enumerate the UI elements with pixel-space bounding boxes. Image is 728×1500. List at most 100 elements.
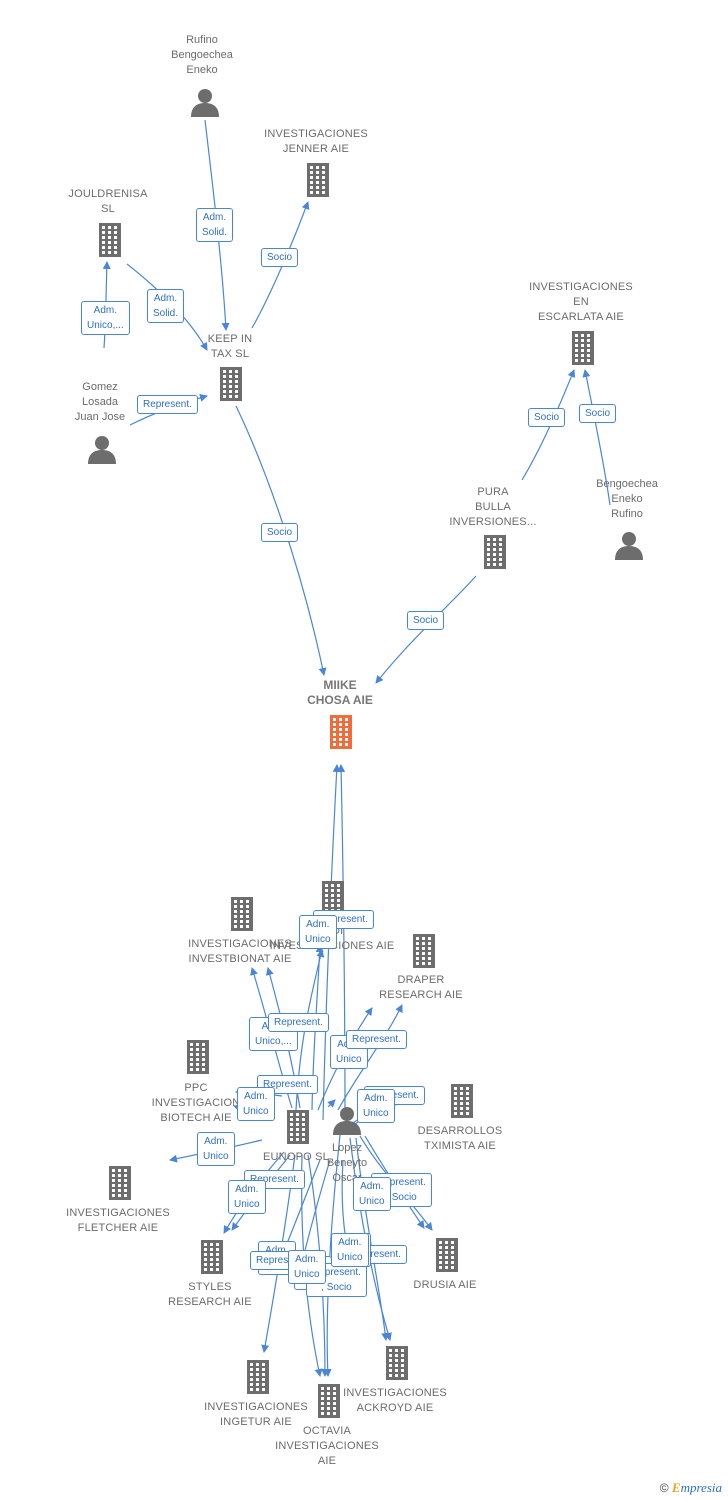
building-icon[interactable] [481,535,509,574]
edge [251,201,310,329]
node-label-line: INVESTIGACIONES [275,1440,379,1452]
edge [327,1099,336,1108]
node-label-line: INVESTIGACIONES [204,1401,308,1413]
node-label-line: JENNER AIE [282,143,350,155]
building-icon[interactable] [315,1384,343,1423]
node-label-line: INVERSIONES... [449,516,537,528]
node-label-line: Bengoechea [596,478,658,490]
node-label-line: EUNOPO SL [263,1151,329,1163]
node-label-line: EN [573,296,589,308]
edge-label-adm-unico[interactable]: Adm. Unico [197,1132,235,1166]
building-icon[interactable] [433,1238,461,1277]
edge-label-adm-unico-ellipsis[interactable]: Adm. Unico,... [81,301,130,335]
edge-label-adm-unico[interactable]: Adm. Unico [237,1087,275,1121]
node-label-line: DRAPER [397,974,445,986]
edge-label-socio[interactable]: Socio [579,404,617,423]
node-label-desarrollos[interactable]: DESARROLLOS TXIMISTA AIE [380,1124,540,1154]
node-label-line: DESARROLLOS [417,1125,503,1137]
edge-label-adm-unico[interactable]: Adm. Unico [299,915,337,949]
empresia-logo[interactable]: Empresia [671,1480,722,1495]
building-icon[interactable] [284,1110,312,1149]
building-icon[interactable] [217,367,245,406]
building-icon[interactable] [228,897,256,936]
building-icon[interactable] [244,1360,272,1399]
building-icon[interactable] [319,881,347,920]
node-label-pura-bulla[interactable]: PURA BULLA INVERSIONES... [413,485,573,530]
edge [582,369,611,506]
edge-label-adm-unico[interactable]: Adm. Unico [357,1089,395,1123]
node-label-line: Rufino [186,34,218,46]
edge-label-represent[interactable]: Represent. [346,1030,407,1049]
node-label-line: Bengoechea [171,49,233,61]
edge-label-adm-unico[interactable]: Adm. Unico [331,1233,369,1267]
node-label-line: Losada [81,396,119,408]
node-label-line: TAX SL [210,348,250,360]
building-icon[interactable] [96,223,124,262]
node-label-line: Lopez [332,1142,362,1154]
person-icon[interactable] [614,530,644,565]
node-label-line: TXIMISTA AIE [424,1140,496,1152]
node-label-line: CHOSA AIE [307,693,373,707]
building-icon[interactable] [448,1084,476,1123]
building-icon[interactable] [106,1166,134,1205]
copyright-symbol: © [659,1481,669,1495]
node-label-line: DRUSIA AIE [413,1279,477,1291]
edge-label-adm-unico[interactable]: Adm. Unico [228,1180,266,1214]
node-label-line: MIIKE [323,678,357,692]
node-label-line: Rufino [611,508,643,520]
edge-label-socio[interactable]: Socio [261,248,299,267]
edge-label-adm-unico[interactable]: Adm. Unico [288,1250,326,1284]
building-icon[interactable] [327,715,355,754]
building-icon[interactable] [198,1240,226,1279]
node-label-drusia[interactable]: DRUSIA AIE [365,1278,525,1293]
node-label-line: SL [101,203,115,215]
node-label-line: BULLA [475,501,511,513]
node-label-line: INVESTIGACIONES [529,281,633,293]
node-label-line: Eneko [611,493,643,505]
edge [337,764,346,1121]
node-label-line: Beneyto [326,1157,368,1169]
building-icon[interactable] [569,331,597,370]
edge-label-socio[interactable]: Socio [407,611,445,630]
node-label-line: JOULDRENISA [68,188,148,200]
person-icon[interactable] [87,434,117,469]
edge-label-adm-solid[interactable]: Adm. Solid. [147,289,185,323]
node-label-line: PURA [477,486,509,498]
person-icon[interactable] [190,87,220,122]
node-label-line: INVESTBIONAT AIE [188,953,292,965]
node-label-line: Juan Jose [74,411,126,423]
building-icon[interactable] [410,934,438,973]
edge-label-socio[interactable]: Socio [261,523,299,542]
node-label-eunopo[interactable]: EUNOPO SL [216,1150,376,1165]
edge-label-socio[interactable]: Socio [528,408,566,427]
building-icon[interactable] [184,1040,212,1079]
edge [521,369,576,481]
person-icon[interactable] [332,1105,362,1140]
node-label-jouldrenisa[interactable]: JOULDRENISA SL [28,187,188,217]
node-label-line: ACKROYD AIE [356,1402,434,1414]
node-label-line: PPC [184,1082,208,1094]
edge-label-represent[interactable]: Represent. [137,395,198,414]
edge-label-represent[interactable]: Represent. [268,1013,329,1032]
building-icon[interactable] [304,163,332,202]
edge-label-adm-solid[interactable]: Adm. Solid. [196,208,234,242]
edge-label-adm-unico[interactable]: Adm. Unico [353,1177,391,1211]
node-label-line: OCTAVIA [302,1425,352,1437]
edge [337,1004,403,1111]
building-icon[interactable] [383,1346,411,1385]
